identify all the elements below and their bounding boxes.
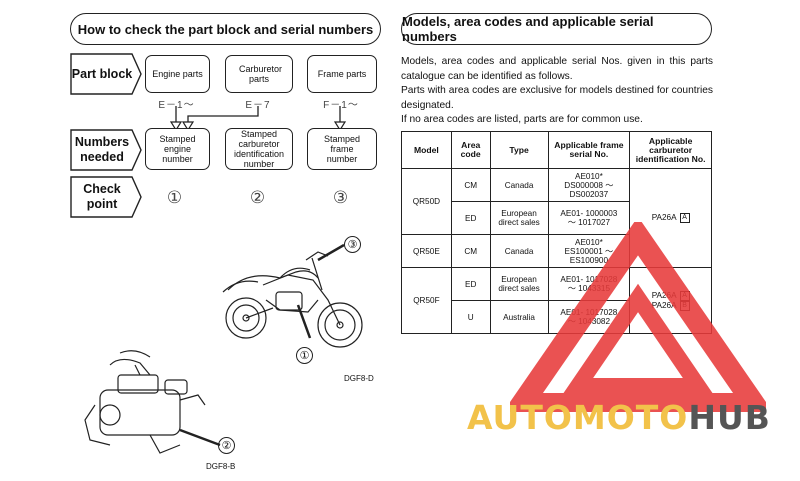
watermark-part2: HUB [688,398,771,437]
callout-1: ① [296,347,313,364]
cell-area: CM [450,168,491,202]
right-title: Models, area codes and applicable serial… [401,13,712,45]
table-header-row: Model Area code Type Applicable frame se… [401,131,712,169]
stamped-carb-box: Stamped carburetor identification number [225,128,293,170]
carburetor-illustration-icon [84,350,221,454]
cell-serial: AE01- 1000003 ～ 1017027 [547,201,631,235]
cell-serial: AE010* DS000008 ～ DS002037 [547,168,631,202]
cell-area: ED [450,201,491,235]
engine-code: E－1～ [158,100,195,111]
header-model: Model [401,131,452,169]
numbers-needed-label: Numbers needed [70,129,142,171]
watermark-logo: AUTOMOTOHUB [467,398,771,437]
frame-parts-box: Frame parts [307,55,377,93]
header-carb-id: Applicable carburetor identification No. [629,131,712,169]
stamped-engine-box: Stamped engine number [145,128,210,170]
callout-2: ② [218,437,235,454]
header-type: Type [489,131,549,169]
tag-a-icon: A [679,213,690,223]
motorcycle-illustration-icon [222,243,363,348]
check-point-label: Check point [70,176,142,218]
cell-model: QR50F [401,267,452,334]
cell-type: Canada [489,168,549,202]
intro-paragraph-1: Models, area codes and applicable serial… [401,56,713,82]
cell-area: U [450,300,491,334]
frame-code: F－1～ [323,100,359,111]
cell-type: European direct sales [489,267,549,301]
intro-paragraph-2: Parts with area codes are exclusive for … [401,85,713,111]
cell-type: European direct sales [489,201,549,235]
watermark-triangle-icon [510,222,766,412]
check-point-3: ③ [332,188,350,207]
watermark-part1: AUTOMOTO [467,398,689,437]
table-row: QR50D CM Canada AE010* DS000008 ～ DS0020… [401,168,712,268]
carburetor-parts-box: Carburetor parts [225,55,293,93]
cell-model: QR50E [401,234,452,268]
left-title: How to check the part block and serial n… [70,13,381,45]
header-frame-serial: Applicable frame serial No. [547,131,631,169]
part-block-label: Part block [70,53,142,95]
engine-parts-box: Engine parts [145,55,210,93]
motorcycle-figure-code: DGF8-D [344,374,374,383]
connector-arrows [169,106,347,132]
intro-text: Models, area codes and applicable serial… [401,55,713,128]
callout-3: ③ [344,236,361,253]
header-area-code: Area code [450,131,491,169]
carburetor-figure-code: DGF8-B [206,462,236,471]
table-row: QR50E CM Canada AE010* ES100001 ～ ES1009… [401,234,712,268]
cell-area: ED [450,267,491,301]
table-row: ED European direct sales AE01- 1000003 ～… [402,201,712,235]
check-point-2: ② [249,188,267,207]
intro-paragraph-3: If no area codes are listed, parts are f… [401,114,643,125]
cell-type: Australia [489,300,549,334]
cell-model: QR50D [401,168,452,235]
cell-area: CM [450,234,491,268]
left-title-text: How to check the part block and serial n… [77,21,374,37]
cell-type: Canada [489,234,549,268]
stamped-frame-box: Stamped frame number [307,128,377,170]
right-title-text: Models, area codes and applicable serial… [402,14,654,44]
check-point-1: ① [166,188,184,207]
carburetor-code: E－7 [245,100,271,111]
